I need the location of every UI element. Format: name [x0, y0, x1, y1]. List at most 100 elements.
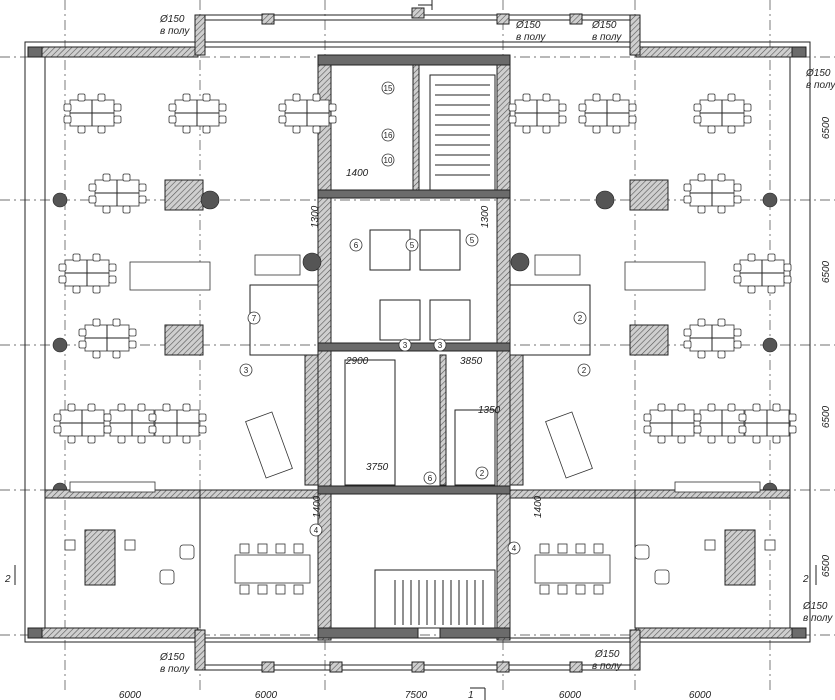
office-desk — [84, 529, 116, 586]
office-chair — [707, 403, 716, 412]
office-chair — [683, 340, 692, 349]
office-chair — [788, 413, 797, 422]
office-chair — [717, 173, 726, 182]
section-mark-bottom: 1 — [468, 690, 474, 700]
office-chair — [328, 103, 337, 112]
column — [329, 661, 343, 673]
armchair — [159, 569, 175, 585]
dimension-1400: 1400 — [533, 495, 544, 518]
room-mark-label: 7 — [252, 314, 257, 323]
armchair — [124, 539, 136, 551]
office-chair — [58, 275, 67, 284]
dimension-right: 6500 — [821, 405, 832, 428]
armchair — [704, 539, 716, 551]
office-chair — [657, 435, 666, 444]
office-chair — [182, 435, 191, 444]
room-mark-label: 16 — [384, 131, 393, 140]
staircases — [394, 84, 490, 625]
office-chair — [53, 425, 62, 434]
chair — [593, 543, 604, 554]
column — [496, 661, 510, 673]
office-chair — [67, 435, 76, 444]
plant — [595, 190, 615, 210]
chair — [557, 543, 568, 554]
drain-label-note: в полу — [592, 32, 622, 43]
plant — [200, 190, 220, 210]
chair — [293, 584, 304, 595]
office-chair — [738, 413, 747, 422]
wc-cabin — [369, 229, 411, 271]
office-chair — [727, 403, 736, 412]
office-chair — [72, 253, 81, 262]
office-chair — [138, 195, 147, 204]
sofa — [629, 324, 669, 356]
room-mark-circle — [405, 238, 419, 252]
office-chair — [783, 263, 792, 272]
chair — [275, 584, 286, 595]
bench — [674, 481, 761, 493]
office-chair — [102, 205, 111, 214]
office-chair — [67, 403, 76, 412]
office-chair — [733, 263, 742, 272]
office-chair — [312, 125, 321, 134]
rug — [624, 261, 706, 291]
dimension-bottom: 6000 — [255, 690, 278, 700]
office-chair — [87, 403, 96, 412]
office-chair — [63, 115, 72, 124]
office-chair — [92, 318, 101, 327]
column — [569, 13, 583, 25]
meeting-table — [534, 554, 611, 584]
round-column — [52, 337, 68, 353]
room-mark-circle — [433, 338, 447, 352]
office-chair — [743, 115, 752, 124]
room-mark-label: 10 — [384, 156, 393, 165]
office-chair — [542, 93, 551, 102]
armchair — [179, 544, 195, 560]
chair — [539, 584, 550, 595]
room-mark-circle — [381, 153, 395, 167]
office-chair — [752, 403, 761, 412]
plant — [510, 252, 530, 272]
drain-label-diameter: Ø150 — [802, 601, 828, 612]
office-chair — [788, 425, 797, 434]
office-chair — [522, 125, 531, 134]
office-chair — [693, 425, 702, 434]
chair — [275, 543, 286, 554]
chair — [539, 543, 550, 554]
office-chair — [677, 435, 686, 444]
room-mark-label: 15 — [384, 84, 393, 93]
office-chair — [707, 125, 716, 134]
room-mark-circle — [475, 466, 489, 480]
section-mark-left: 2 — [4, 574, 11, 585]
office-chair — [578, 103, 587, 112]
drain-labels: Ø150 в полу Ø150 в полу Ø150 в полу Ø150… — [159, 14, 835, 675]
room-mark-circle — [577, 363, 591, 377]
office-chair — [97, 93, 106, 102]
office-chair — [112, 350, 121, 359]
armchair — [764, 539, 776, 551]
office-chair — [72, 285, 81, 294]
chair — [593, 584, 604, 595]
office-chair — [117, 435, 126, 444]
reception-desk — [245, 411, 293, 479]
wc-cabin — [429, 299, 471, 341]
dimension-right: 6500 — [821, 260, 832, 283]
office-chair — [53, 413, 62, 422]
office-chair — [292, 93, 301, 102]
room-mark-circle — [247, 311, 261, 325]
dimension-1400: 1400 — [312, 495, 323, 518]
dimension-bottom: 7500 — [405, 690, 428, 700]
chair — [239, 543, 250, 554]
room-mark-label: 3 — [244, 366, 249, 375]
drain-label-note: в полу — [806, 80, 835, 91]
armchair — [634, 544, 650, 560]
office-chair — [88, 195, 97, 204]
room-mark-label: 3 — [403, 341, 408, 350]
drain-label-diameter: Ø150 — [159, 14, 185, 25]
office-chair — [78, 340, 87, 349]
office-chair — [733, 183, 742, 192]
office-chair — [643, 413, 652, 422]
office-chair — [92, 350, 101, 359]
office-chair — [697, 173, 706, 182]
